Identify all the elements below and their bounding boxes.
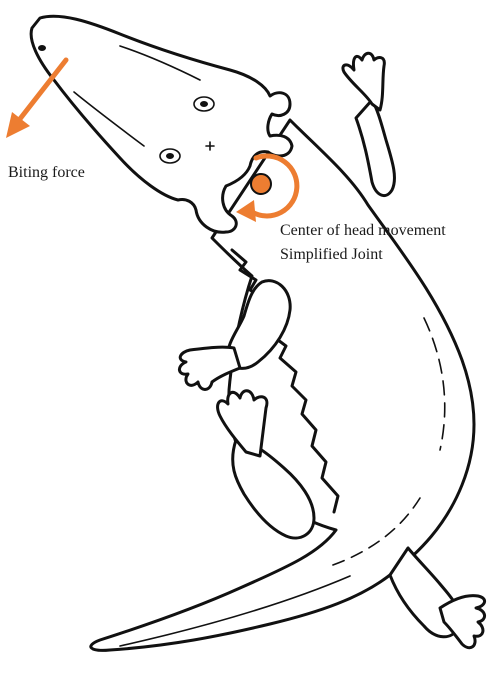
lizard-eye-2-pupil — [166, 153, 174, 159]
lizard-right-front-leg — [356, 100, 394, 196]
lizard-right-front-foot — [343, 53, 384, 110]
lizard-eye-1-pupil — [200, 101, 208, 107]
head-joint-marker — [251, 174, 271, 194]
lizard-nostril — [38, 45, 46, 51]
lizard-right-hind-foot — [218, 391, 267, 456]
lizard-left-hind-foot — [440, 596, 485, 648]
biting-force-arrow — [6, 60, 66, 138]
label-simplified-joint: Simplified Joint — [280, 246, 383, 263]
label-biting-force: Biting force — [8, 164, 85, 181]
lizard-illustration — [31, 16, 484, 650]
label-center-of-head-movement: Center of head movement — [280, 222, 446, 239]
